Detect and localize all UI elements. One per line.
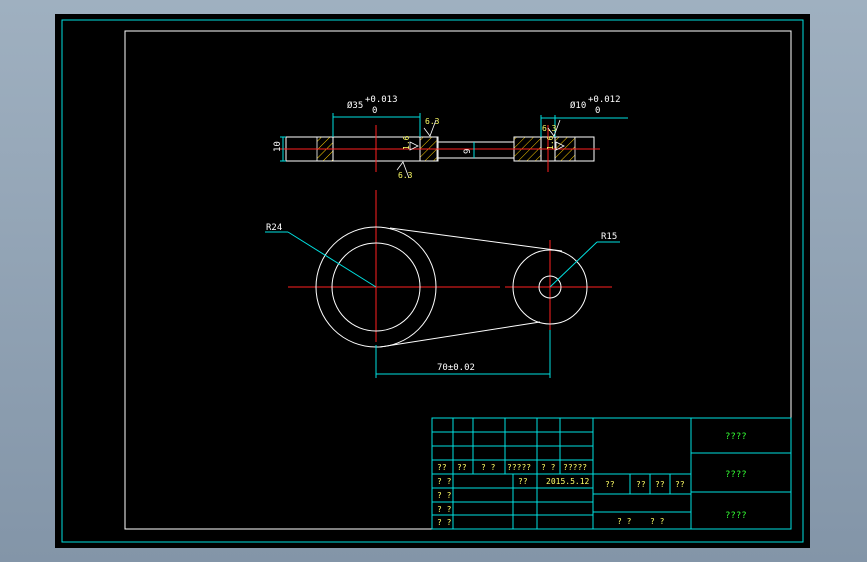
leader xyxy=(287,231,377,288)
dim-hole-small-upper: +0.012 xyxy=(588,95,621,105)
title-cell: ???? xyxy=(725,470,747,480)
row-label: ? ? xyxy=(437,477,452,486)
svg-text:1.6: 1.6 xyxy=(546,135,555,150)
svg-text:6.3: 6.3 xyxy=(542,124,557,133)
dim-hole-large-lower: 0 xyxy=(372,106,377,116)
dim-radius-small: R15 xyxy=(601,232,617,242)
row-name: ?? xyxy=(518,477,528,486)
dim-hole-small-lower: 0 xyxy=(595,106,600,116)
dim-web: 9 xyxy=(463,149,473,154)
title-block: ?? ?? ? ? ????? ? ? ????? ? ? ? ? ? ? ? … xyxy=(431,417,792,530)
sign-cell: ????? xyxy=(563,463,587,472)
mid-label: ?? xyxy=(655,480,665,489)
roughness-symbol: 6.3 xyxy=(396,161,413,180)
row-label: ? ? xyxy=(437,505,452,514)
roughness-symbol: 6.3 xyxy=(423,117,440,137)
plan-view: R24 R15 70±0.02 xyxy=(265,190,620,378)
svg-text:6.3: 6.3 xyxy=(398,171,413,180)
svg-text:1.6: 1.6 xyxy=(402,135,411,150)
mid-label: ?? xyxy=(605,480,615,489)
bore-large xyxy=(331,242,421,332)
scale-label: ? ? xyxy=(650,517,665,526)
title-cell: ???? xyxy=(725,511,747,521)
title-cell: ???? xyxy=(725,432,747,442)
link-tangent-bottom xyxy=(379,321,541,348)
mid-label: ?? xyxy=(675,480,685,489)
sign-cell: ?? xyxy=(437,463,447,472)
roughness-symbol: 6.3 xyxy=(542,119,561,137)
svg-text:6.3: 6.3 xyxy=(425,117,440,126)
leader xyxy=(549,241,598,288)
dim-hole-large-upper: +0.013 xyxy=(365,95,398,105)
dim-thickness: 10 xyxy=(273,141,283,152)
sign-cell: ?? xyxy=(457,463,467,472)
bore-small xyxy=(538,275,562,299)
mid-label: ?? xyxy=(636,480,646,489)
row-label: ? ? xyxy=(437,518,452,527)
scale-label: ? ? xyxy=(617,517,632,526)
roughness-symbol: 1.6 xyxy=(402,135,419,151)
section-view: Ø35 +0.013 0 Ø10 +0.012 0 10 9 6.3 6.3 1… xyxy=(273,95,628,180)
row-label: ? ? xyxy=(437,491,452,500)
dim-radius-large: R24 xyxy=(266,223,282,233)
drawing-date: 2015.5.12 xyxy=(546,477,590,486)
dim-hole-large: Ø35 xyxy=(347,100,363,111)
outer-frame xyxy=(61,19,804,543)
sign-cell: ????? xyxy=(507,463,531,472)
link-tangent-top xyxy=(389,227,563,252)
roughness-symbol: 1.6 xyxy=(546,135,565,151)
dim-hole-small: Ø10 xyxy=(570,100,586,111)
sign-cell: ? ? xyxy=(541,463,556,472)
dim-center-distance: 70±0.02 xyxy=(437,363,475,373)
sign-cell: ? ? xyxy=(481,463,496,472)
boss-small-outer xyxy=(512,249,588,325)
